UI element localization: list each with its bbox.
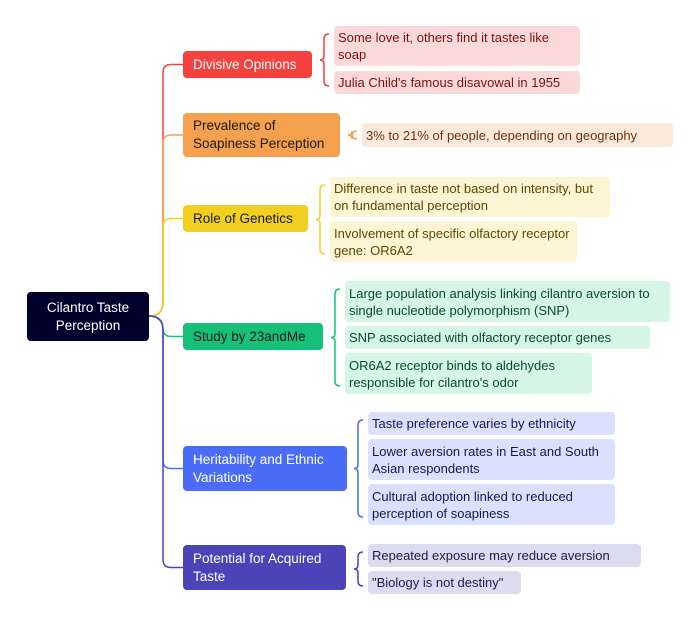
leaf-node[interactable]: Involvement of specific olfactory recept… xyxy=(330,221,577,262)
branch-connector xyxy=(148,315,183,338)
branch-connector xyxy=(148,134,183,317)
root-node[interactable]: Cilantro Taste Perception xyxy=(27,292,149,341)
branch-node[interactable]: Divisive Opinions xyxy=(183,51,312,78)
branch-connector xyxy=(148,315,183,569)
leaf-brace xyxy=(315,184,326,255)
branch-node[interactable]: Prevalence of Soapiness Perception xyxy=(183,113,340,157)
branch-connector xyxy=(148,217,183,317)
leaf-node[interactable]: Large population analysis linking cilant… xyxy=(345,281,670,322)
leaf-node[interactable]: Taste preference varies by ethnicity xyxy=(368,412,615,435)
branch-connector xyxy=(148,315,183,470)
leaf-node[interactable]: Julia Child's famous disavowal in 1955 xyxy=(334,71,580,94)
leaf-brace xyxy=(319,33,330,87)
leaf-node[interactable]: Lower aversion rates in East and South A… xyxy=(368,439,615,480)
leaf-node[interactable]: "Biology is not destiny" xyxy=(368,571,521,594)
branch-node[interactable]: Study by 23andMe xyxy=(183,323,323,350)
leaf-node[interactable]: 3% to 21% of people, depending on geogra… xyxy=(362,123,673,147)
leaf-brace xyxy=(330,288,341,387)
branch-node[interactable]: Heritability and Ethnic Variations xyxy=(183,446,347,491)
branch-node[interactable]: Role of Genetics xyxy=(183,205,308,232)
leaf-brace xyxy=(353,551,364,587)
leaf-brace xyxy=(347,130,358,140)
leaf-node[interactable]: Some love it, others find it tastes like… xyxy=(334,26,580,66)
leaf-node[interactable]: OR6A2 receptor binds to aldehydes respon… xyxy=(345,353,592,394)
leaf-node[interactable]: Difference in taste not based on intensi… xyxy=(330,177,610,217)
leaf-node[interactable]: SNP associated with olfactory receptor g… xyxy=(345,326,650,349)
leaf-node[interactable]: Repeated exposure may reduce aversion xyxy=(368,544,641,567)
leaf-node[interactable]: Cultural adoption linked to reduced perc… xyxy=(368,484,615,525)
branch-node[interactable]: Potential for Acquired Taste xyxy=(183,545,346,590)
leaf-brace xyxy=(353,419,364,518)
branch-connector xyxy=(148,63,183,317)
